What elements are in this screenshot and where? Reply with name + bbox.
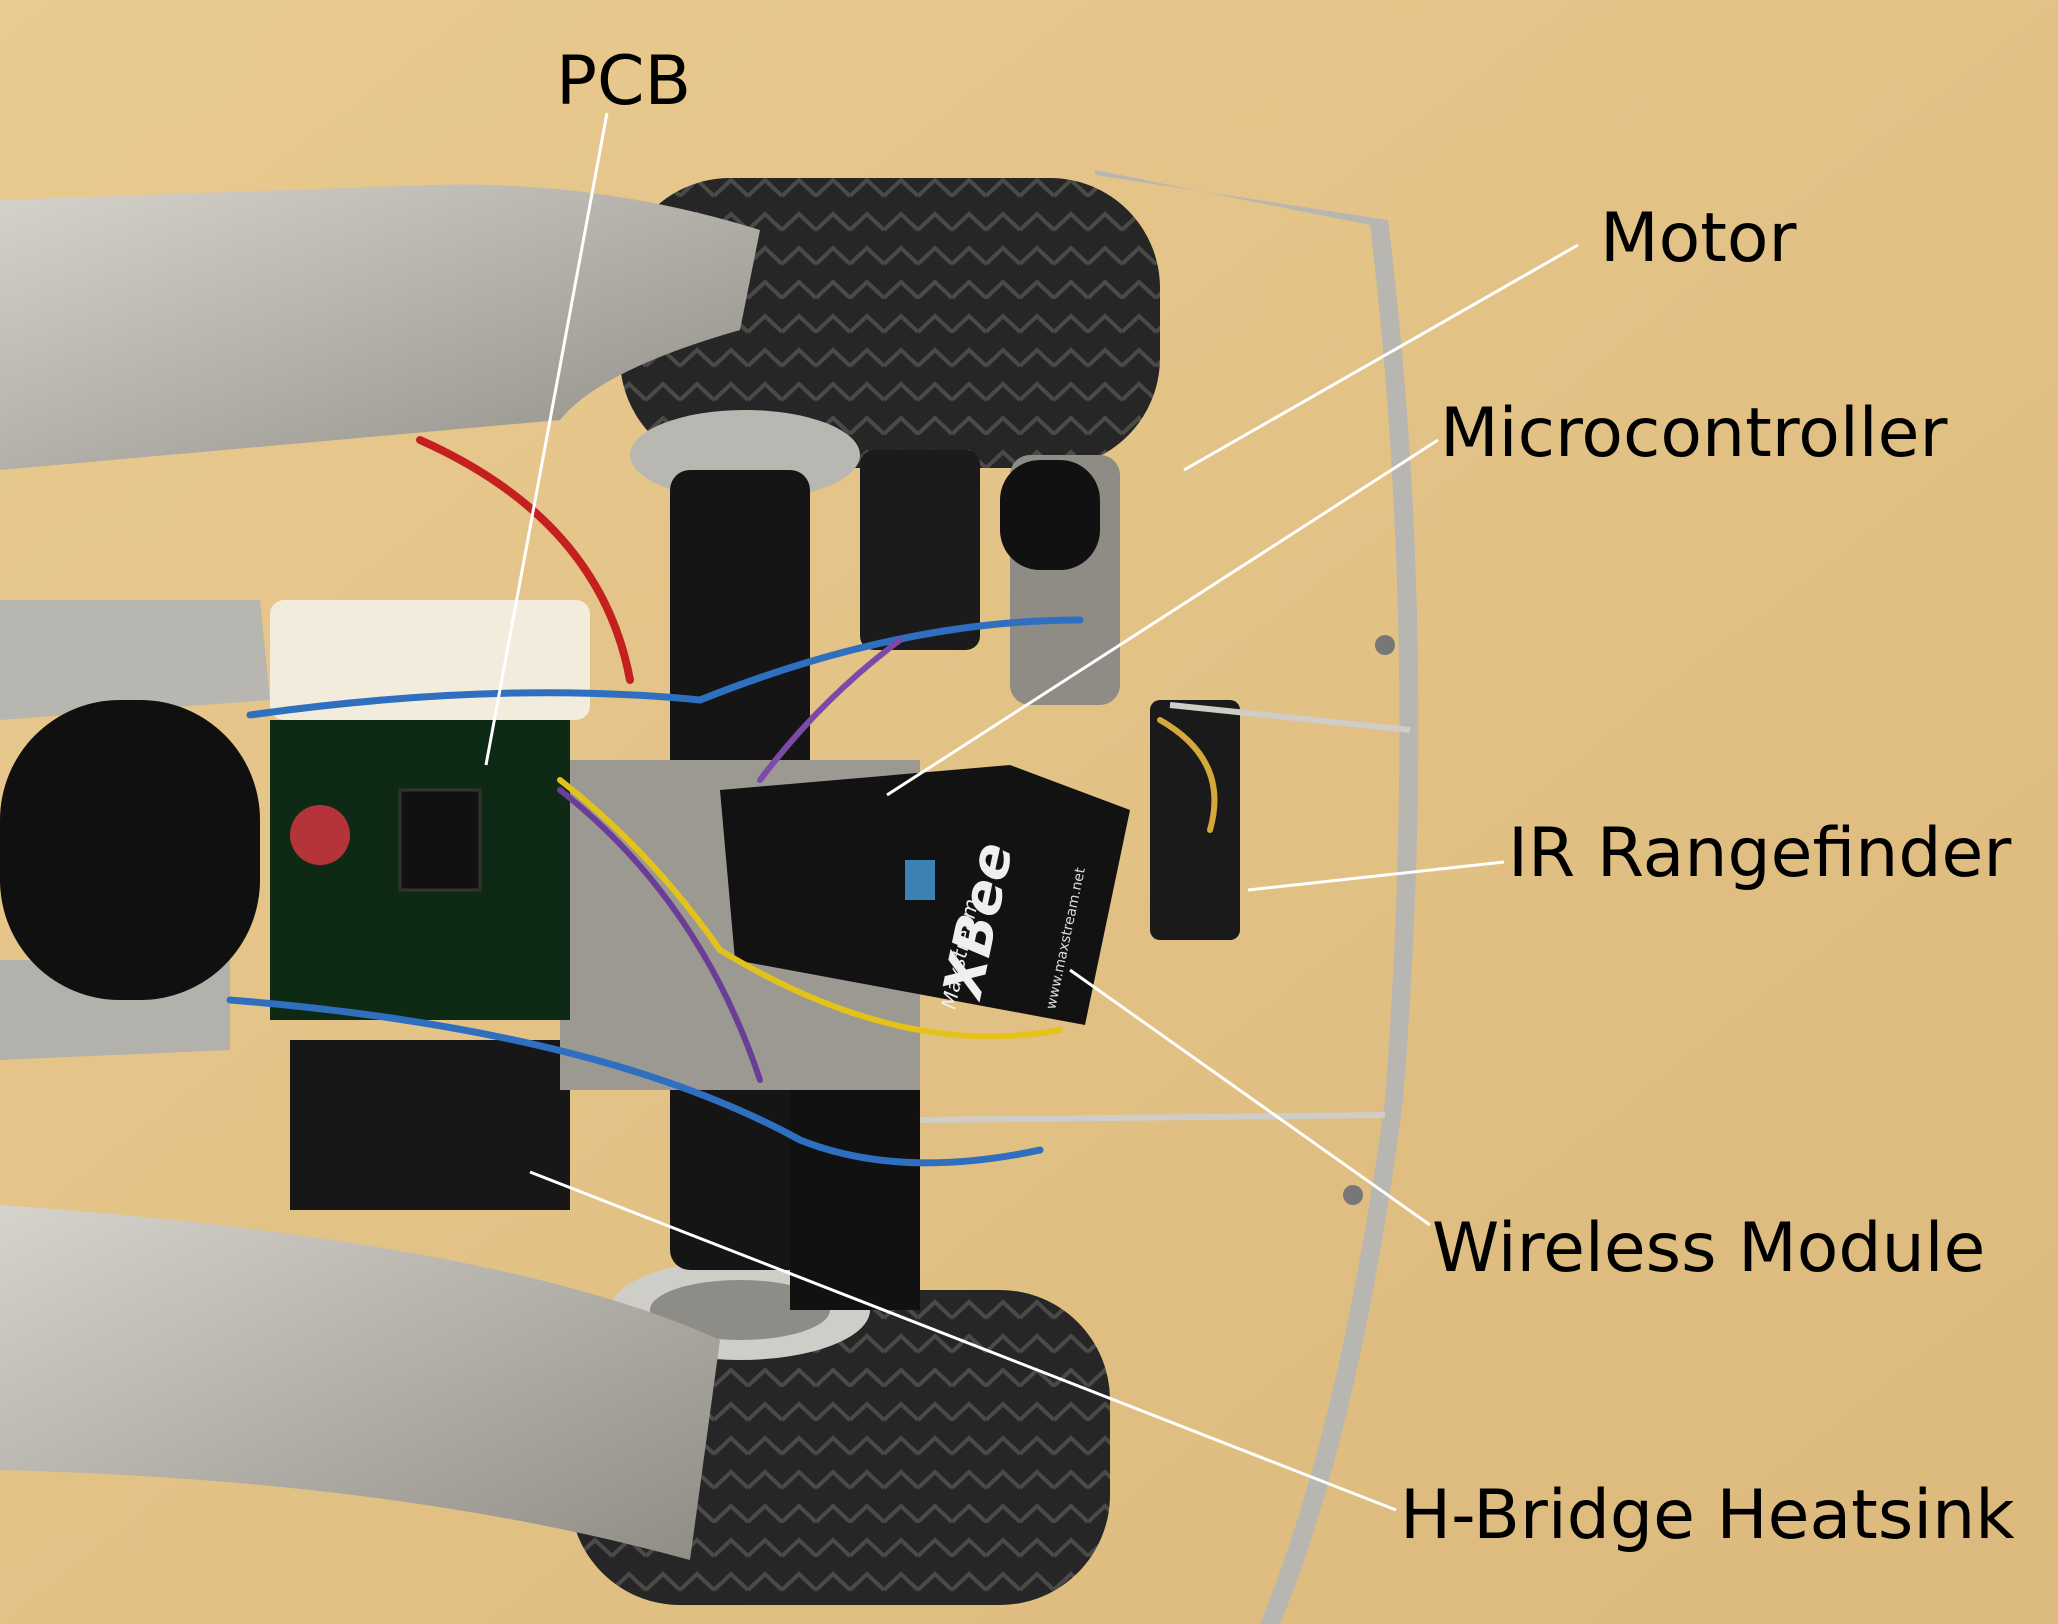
motor-callout-line (1183, 243, 1579, 472)
wiring (226, 436, 1218, 1167)
front-bumper (919, 170, 1419, 1624)
wireless-module-callout-line (1069, 968, 1431, 1227)
pcb-label: PCB (556, 42, 692, 121)
callout-lines (484, 112, 1579, 1512)
front-body-shell (0, 184, 760, 470)
ir-rangefinder-callout-line (1247, 860, 1505, 892)
ir-rangefinder (1150, 700, 1240, 940)
ir-rangefinder-label: IR Rangefinder (1508, 814, 2012, 893)
rear-body-shell (0, 1205, 720, 1560)
hbridge-heatsink-label: H-Bridge Heatsink (1400, 1476, 2015, 1555)
microcontroller-callout-line (886, 438, 1439, 797)
hbridge-heatsink (290, 1040, 570, 1210)
xbee-module: XBee Maxstream www.maxstream.net (720, 765, 1130, 1025)
pcb-callout-line (484, 112, 609, 766)
motor-label: Motor (1600, 199, 1797, 278)
wireless-module-label: Wireless Module (1432, 1209, 1986, 1288)
hbridge-callout-line (529, 1170, 1397, 1512)
left-motor (0, 700, 260, 1000)
pcb-board (270, 600, 590, 1020)
microcontroller-label: Microcontroller (1440, 394, 1948, 473)
